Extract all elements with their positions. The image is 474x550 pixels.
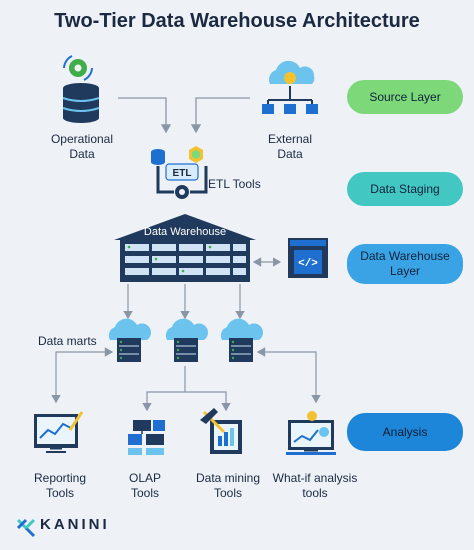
reporting-tools-label: Reporting Tools <box>33 471 87 500</box>
source-layer-pill: Source Layer <box>347 80 463 114</box>
olap-tools-label: OLAP Tools <box>128 471 161 500</box>
operational-database-icon <box>62 55 100 123</box>
external-data-cloud-icon <box>262 60 318 114</box>
code-window-icon: </> <box>288 238 328 278</box>
data-mart-3 <box>220 318 264 362</box>
analysis-pill: Analysis <box>347 413 463 451</box>
whatif-analysis-icon <box>286 411 336 455</box>
data-mart-2 <box>165 318 209 362</box>
data-mining-tools-icon <box>200 408 242 454</box>
brand-name: KANINI <box>40 516 110 533</box>
etl-tools-label: ETL Tools <box>208 177 261 191</box>
data-warehouse-layer-pill: Data Warehouse Layer <box>347 244 463 284</box>
data-mining-tools-label: Data mining Tools <box>195 471 261 500</box>
etl-box-label: ETL <box>172 168 192 179</box>
source-to-etl-connector <box>118 97 172 134</box>
external-data-label: External Data <box>267 132 313 161</box>
marts-to-olap-connector <box>142 366 186 412</box>
svg-text:</>: </> <box>298 258 318 270</box>
data-warehouse-label: Data Warehouse <box>143 226 227 238</box>
data-mart-1 <box>108 318 152 362</box>
data-warehouse-building <box>114 214 256 282</box>
marts-to-reporting-connector <box>51 347 114 404</box>
olap-tools-icon <box>128 420 165 455</box>
whatif-tools-label: What-if analysis tools <box>272 471 358 500</box>
marts-to-whatif-connector <box>256 347 321 404</box>
etl-icon <box>151 146 208 199</box>
data-staging-pill: Data Staging <box>347 172 463 206</box>
kanini-logo-mark <box>16 518 36 538</box>
data-marts-label: Data marts <box>38 334 97 348</box>
external-to-etl-connector <box>190 97 250 134</box>
reporting-tools-icon <box>34 411 84 453</box>
operational-data-label: Operational Data <box>50 132 114 161</box>
diagram-title: Two-Tier Data Warehouse Architecture <box>54 10 420 32</box>
